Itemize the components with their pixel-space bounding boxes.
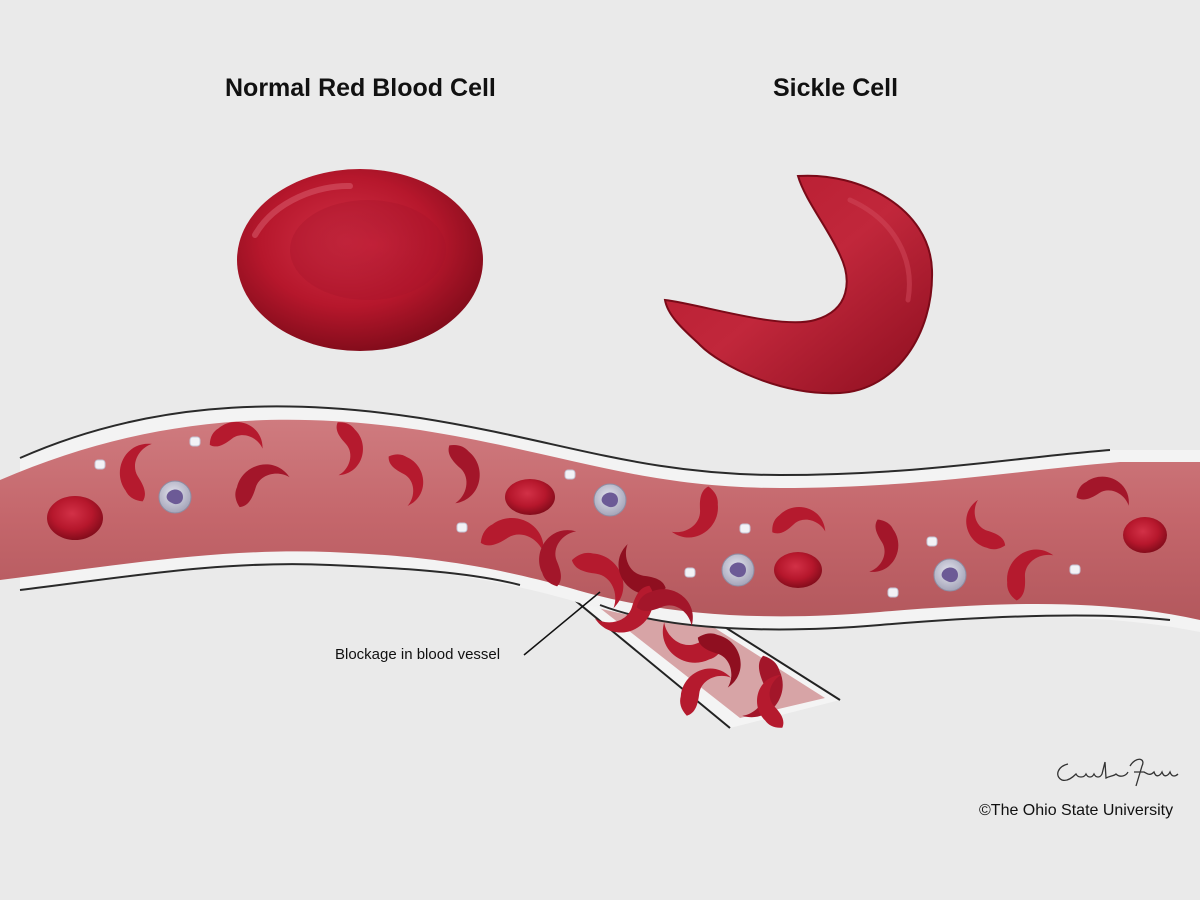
blockage-callout-line (523, 591, 601, 656)
sickle-cell-title: Sickle Cell (773, 74, 899, 102)
blockage-label: Blockage in blood vessel (335, 646, 501, 663)
vessel-cells (47, 419, 1167, 602)
copyright-notice: ©The Ohio State University (979, 802, 1174, 819)
artist-signature (1057, 758, 1179, 787)
sickle-cell (663, 174, 934, 395)
normal-cell-title: Normal Red Blood Cell (225, 74, 496, 102)
normal-red-blood-cell (237, 169, 483, 351)
blood-vessel (0, 405, 1200, 632)
